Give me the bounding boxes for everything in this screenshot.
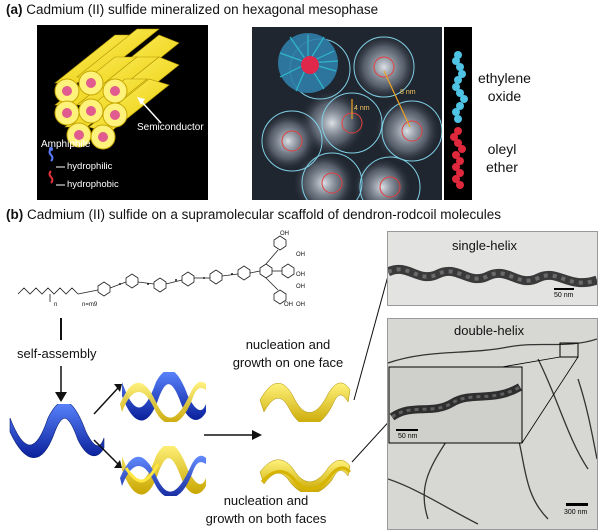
growth-text-2: growth on both faces <box>205 511 327 526</box>
double-helix-image <box>388 338 597 525</box>
helix-one-face <box>120 372 206 422</box>
oh-label-2: OH <box>296 252 305 258</box>
oh-labels-top: OH <box>280 230 289 238</box>
right-arrow-icon <box>204 430 262 440</box>
panel-b-caption: (b) Cadmium (II) sulfide on a supramolec… <box>6 207 501 222</box>
hydrophobic-label: hydrophobic <box>67 179 119 190</box>
helix-both-faces <box>120 446 206 496</box>
oh-label-5: OH <box>284 302 293 308</box>
panel-a-title: Cadmium (II) sulfide mineralized on hexa… <box>26 2 379 17</box>
oh-label-4: OH <box>296 284 305 290</box>
yellow-single-helix <box>259 382 351 422</box>
semiconductor-label: Semiconductor <box>137 122 204 133</box>
single-helix-image <box>388 264 597 290</box>
ethylene-oxide-oleyl-ether-model <box>450 51 468 189</box>
repeat-m-label: n=m9 <box>82 302 98 308</box>
double-helix-inset-scale: 50 nm <box>398 433 418 440</box>
oh-label-3: OH <box>296 272 305 278</box>
ethylene-text: ethylene <box>478 70 531 86</box>
micrograph-illustration <box>252 27 442 200</box>
self-assembly-label: self-assembly <box>17 346 97 361</box>
panel-b-title: Cadmium (II) sulfide on a supramolecular… <box>27 207 501 222</box>
flow-line-1 <box>60 318 62 340</box>
ether-text: ether <box>486 159 518 175</box>
nucleation-both-faces-label: nucleation and growth on both faces <box>196 492 336 528</box>
dendron-rodcoil-structure <box>17 235 295 305</box>
spacing-label-8nm: 8 nm <box>400 89 416 96</box>
panel-a-caption: (a) Cadmium (II) sulfide mineralized on … <box>6 2 378 17</box>
rod-bundle-illustration <box>48 28 180 186</box>
single-helix-scale: 50 nm <box>554 292 574 299</box>
hydrophilic-label: hydrophilic <box>67 161 113 172</box>
oh-label-6: OH <box>296 302 305 308</box>
double-helix-scale: 300 nm <box>564 509 588 516</box>
panel-a-tag: (a) <box>6 2 23 17</box>
nucleation-text-2: nucleation and <box>223 493 309 508</box>
single-helix-micrograph: single-helix 50 nm <box>387 231 598 306</box>
growth-text-1: growth on one face <box>232 355 344 370</box>
blue-helix-scaffold <box>9 404 105 459</box>
oleyl-ether-label: oleyl ether <box>486 140 518 176</box>
oxide-text: oxide <box>487 88 522 104</box>
branch-arrows <box>93 384 122 468</box>
nucleation-text-1: nucleation and <box>245 337 331 352</box>
double-helix-micrograph: double-helix 50 nm 300 nm <box>387 318 598 530</box>
oleyl-text: oleyl <box>487 141 517 157</box>
repeat-n-label: n <box>54 302 58 308</box>
double-helix-label: double-helix <box>454 323 525 338</box>
panel-b-tag: (b) <box>6 207 24 222</box>
nucleation-one-face-label: nucleation and growth on one face <box>208 336 368 372</box>
ethylene-oxide-label: ethylene oxide <box>478 69 531 105</box>
mesophase-schematic: Semiconductor Amphiphile hydrophilic hyd… <box>37 25 208 200</box>
tem-micrograph-hexagonal: 4 nm 8 nm <box>252 27 442 200</box>
single-helix-label: single-helix <box>452 238 518 253</box>
amphiphile-label: Amphiphile <box>41 139 91 150</box>
spacing-label-4nm: 4 nm <box>354 105 370 112</box>
oh-label: OH <box>280 231 289 237</box>
down-arrow-icon <box>55 366 67 402</box>
yellow-double-helix <box>259 459 352 492</box>
molecule-model-strip <box>444 27 472 200</box>
